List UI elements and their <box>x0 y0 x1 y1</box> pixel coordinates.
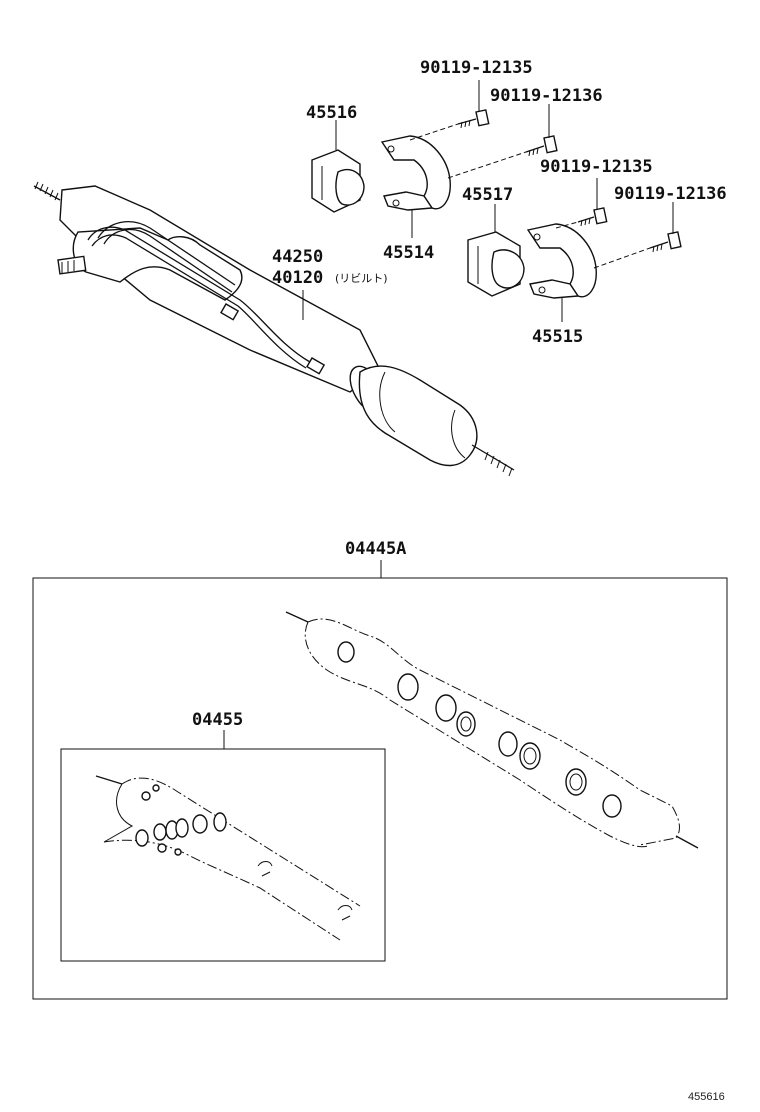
bolt-b-1 <box>577 207 608 227</box>
seal-ring <box>456 711 476 737</box>
bushing-45516 <box>311 149 365 213</box>
seal-ring <box>135 829 149 847</box>
seal-ring <box>435 694 457 722</box>
hydraulic-pipes <box>87 221 326 375</box>
callout-90119-12135-b: 90119-12135 <box>540 157 653 177</box>
callout-40120: 40120 <box>272 268 323 288</box>
bushing-45517 <box>467 231 525 297</box>
callout-90119-12136-b: 90119-12136 <box>614 184 727 204</box>
seal-ring <box>498 731 518 757</box>
callout-rebuilt-note: (リビルト) <box>335 272 388 285</box>
callout-45516: 45516 <box>306 103 357 123</box>
figure-reference-number: 455616 <box>688 1091 725 1103</box>
bolt-a-1 <box>457 109 490 129</box>
rack-boot <box>358 365 478 467</box>
seal-ring <box>519 742 541 770</box>
bracket-45515 <box>526 223 597 299</box>
callout-90119-12136-a: 90119-12136 <box>490 86 603 106</box>
callout-04455: 04455 <box>192 710 243 730</box>
kit-04455-rack-outline <box>95 775 361 941</box>
callout-45514: 45514 <box>383 243 434 263</box>
kit-04445A-rack-outline <box>285 611 699 849</box>
bolt-a-2 <box>525 135 558 157</box>
callout-04445A: 04445A <box>345 539 406 559</box>
pinion-input-shaft <box>57 255 87 275</box>
seal-ring <box>565 768 587 796</box>
kit-04455-frame <box>60 748 386 962</box>
seal-ring <box>175 818 189 838</box>
steering-gear-assembly <box>33 181 515 477</box>
callout-90119-12135-a: 90119-12135 <box>420 58 533 78</box>
seal-ring <box>397 673 419 701</box>
kit-04445A-frame <box>32 577 728 1000</box>
callout-45517: 45517 <box>462 185 513 205</box>
left-tie-rod-thread <box>33 181 61 201</box>
callout-45515: 45515 <box>532 327 583 347</box>
bracket-45514 <box>380 135 451 211</box>
right-tie-rod-thread <box>471 444 515 477</box>
seal-ring <box>192 814 208 834</box>
seal-ring <box>213 812 227 832</box>
bolt-b-2 <box>649 231 682 253</box>
callout-44250: 44250 <box>272 247 323 267</box>
seal-ring <box>153 823 167 841</box>
